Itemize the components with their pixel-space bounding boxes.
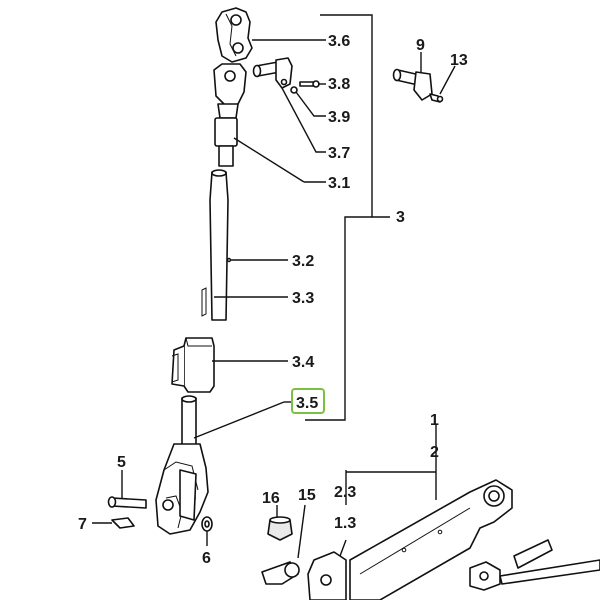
part-1-lift-arm[interactable] [346, 425, 600, 600]
part-3-3-slot[interactable] [201, 287, 288, 317]
part-3-4-tube-sleeve[interactable] [171, 337, 288, 393]
callout-3-7: 3.7 [328, 145, 350, 162]
callout-9: 9 [416, 37, 425, 54]
callout-1-3: 1.3 [334, 515, 356, 532]
part-3-5-lower-rod[interactable] [181, 395, 292, 447]
callout-5: 5 [117, 454, 126, 471]
part-9-pin[interactable] [392, 52, 433, 101]
group-3-bracket [305, 14, 390, 421]
part-16-ball[interactable] [267, 505, 293, 541]
callout-3-8: 3.8 [328, 76, 350, 93]
part-7-clip[interactable] [92, 517, 135, 529]
part-3-9-washer[interactable] [290, 86, 326, 117]
part-6-washer[interactable] [201, 516, 213, 546]
part-15-cup[interactable] [261, 504, 306, 585]
part-3-8-bolt[interactable] [299, 80, 326, 88]
part-3-7-pin-with-plate[interactable] [252, 57, 327, 153]
callout-3-1: 3.1 [328, 175, 350, 192]
part-3-2-rod[interactable] [209, 169, 288, 321]
callout-15: 15 [298, 487, 316, 504]
part-3-1-upper-fork[interactable] [213, 63, 326, 183]
callout-13: 13 [450, 52, 468, 69]
callout-1: 1 [430, 412, 439, 429]
callout-3-6: 3.6 [328, 33, 350, 50]
callout-3-3: 3.3 [292, 290, 314, 307]
part-1-3-bracket[interactable] [307, 470, 347, 600]
callout-16: 16 [262, 490, 280, 507]
callout-3: 3 [396, 209, 405, 226]
callout-2: 2 [430, 444, 439, 461]
callout-7: 7 [78, 516, 87, 533]
callout-6: 6 [202, 550, 211, 567]
part-lower-fork[interactable] [155, 443, 209, 535]
callout-2-3: 2.3 [334, 484, 356, 501]
part-3-6-clevis-bracket[interactable] [215, 7, 326, 63]
callout-labels: 3.6 9 13 3.8 3.9 3.7 3.1 3 3.2 3.3 3.4 3… [78, 33, 468, 567]
part-13-bolt[interactable] [429, 65, 456, 103]
callout-3-2: 3.2 [292, 253, 314, 270]
callout-3-9: 3.9 [328, 109, 350, 126]
callout-3-4: 3.4 [292, 354, 314, 371]
part-5-pin[interactable] [107, 470, 147, 509]
callout-3-5: 3.5 [296, 395, 318, 412]
highlight-box-3-5 [291, 388, 325, 414]
